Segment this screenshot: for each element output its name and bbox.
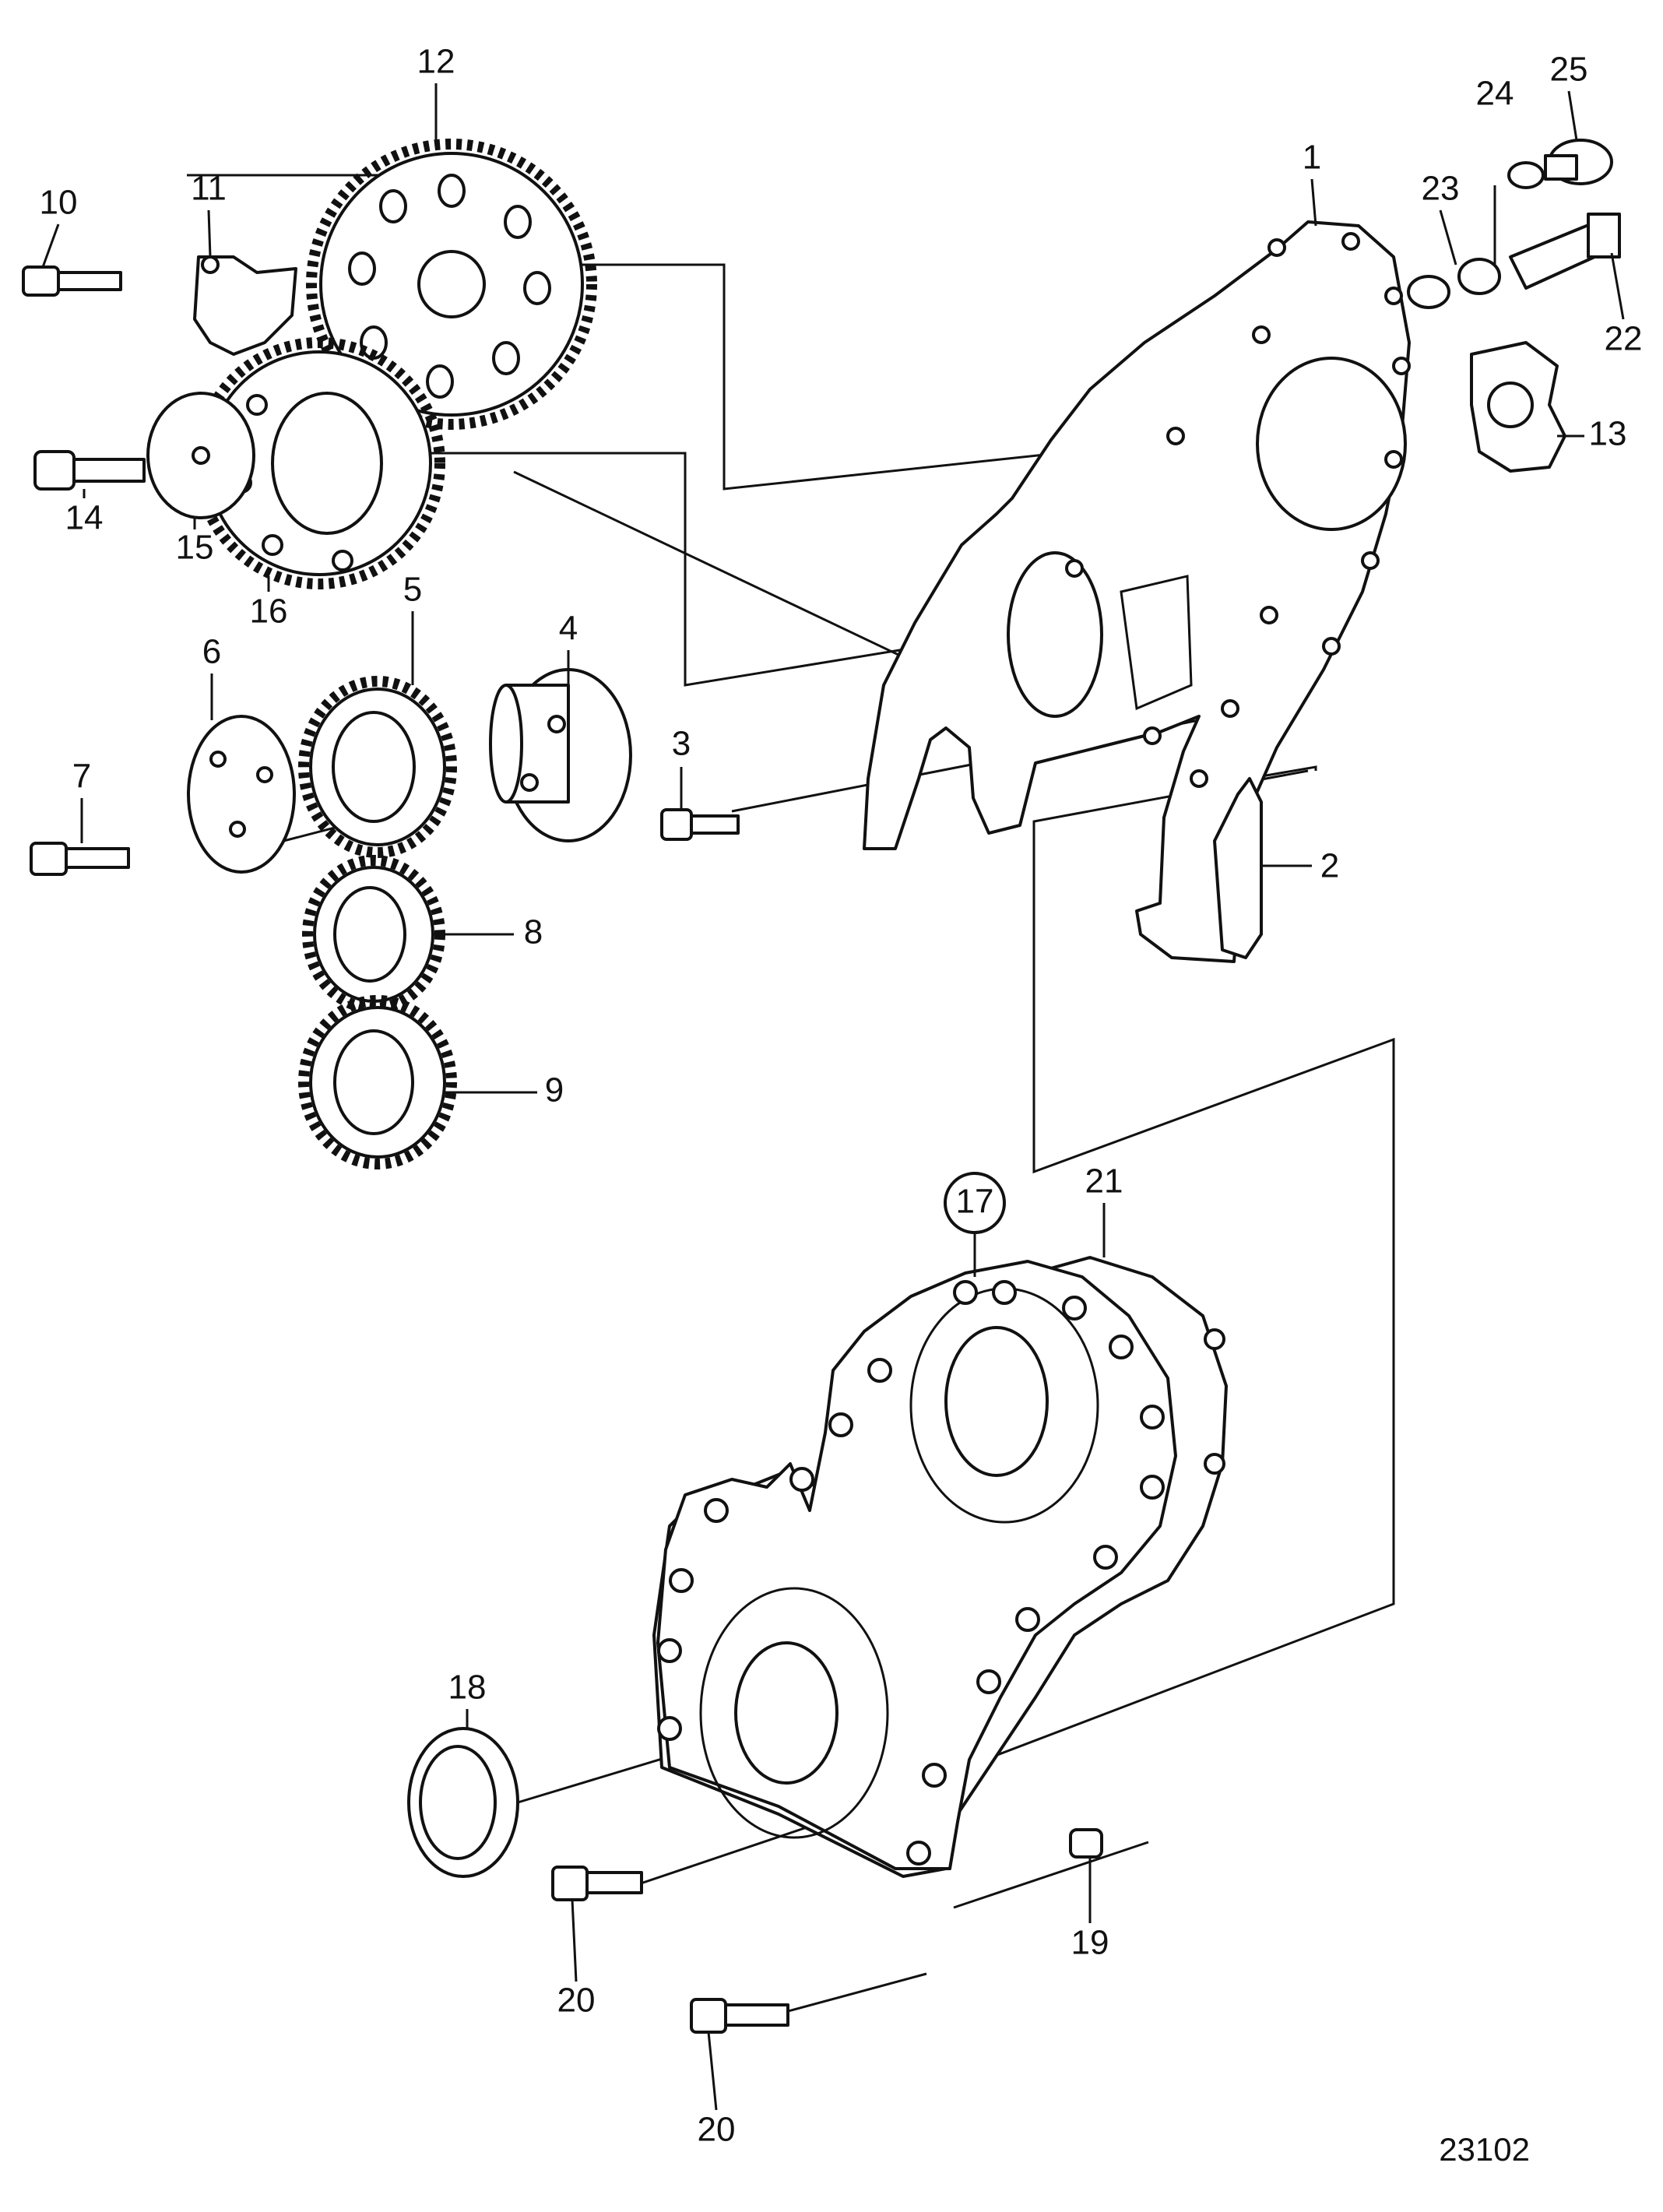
housing-bore-lower xyxy=(1007,551,1103,718)
timing-cover xyxy=(652,1256,1228,1878)
callout-5: 5 xyxy=(403,571,422,609)
bolt-20b xyxy=(690,1998,789,2034)
callout-16: 16 xyxy=(250,593,288,631)
callout-22: 22 xyxy=(1605,320,1643,358)
housing-bore-upper xyxy=(1256,357,1407,531)
callout-24: 24 xyxy=(1476,75,1514,113)
callout-17: 17 xyxy=(956,1183,994,1221)
line-20b-to-cover xyxy=(782,1972,927,2014)
gear-8 xyxy=(302,855,445,1014)
gear-9 xyxy=(298,995,457,1169)
bolt-7 xyxy=(30,842,130,876)
gear-12 xyxy=(306,139,597,430)
callout-6: 6 xyxy=(202,633,221,671)
sender-group xyxy=(1407,139,1621,309)
callout-4: 4 xyxy=(559,610,578,648)
seal-ring-23 xyxy=(1407,275,1450,309)
hub-4 xyxy=(489,668,632,842)
housing-bolt-holes xyxy=(1065,232,1411,788)
callout-23: 23 xyxy=(1422,170,1460,208)
callout-19: 19 xyxy=(1071,1924,1109,1962)
sender-22-head xyxy=(1587,213,1621,258)
bracket-11 xyxy=(193,255,297,356)
dowel-19 xyxy=(1069,1828,1103,1859)
callout-12: 12 xyxy=(417,43,455,81)
callout-21: 21 xyxy=(1085,1162,1123,1201)
callout-9: 9 xyxy=(545,1071,564,1110)
housing-gasket xyxy=(1213,777,1263,959)
cover-upper-bore xyxy=(944,1326,1049,1477)
callout-8: 8 xyxy=(524,913,543,951)
timing-gear-housing xyxy=(863,220,1566,963)
callout-3: 3 xyxy=(672,725,691,763)
callout-7: 7 xyxy=(72,758,91,796)
gear-5 xyxy=(298,676,457,858)
cover-bolt-holes xyxy=(657,1280,1225,1866)
callout-18: 18 xyxy=(448,1669,487,1707)
callout-20b: 20 xyxy=(698,2111,736,2149)
line-19-to-cover xyxy=(953,1841,1149,1909)
callout-labels: 1 2 3 4 5 6 7 8 9 10 11 12 13 14 15 16 1… xyxy=(40,43,1643,2149)
callout-20a: 20 xyxy=(557,1982,596,2020)
callout-leaders xyxy=(41,83,1625,2111)
washer-23 xyxy=(1457,258,1501,295)
gear-12-holes xyxy=(348,174,551,399)
callout-2: 2 xyxy=(1320,847,1339,885)
seal-ring-18 xyxy=(407,1727,519,1878)
callout-14: 14 xyxy=(65,499,104,537)
washer-24 xyxy=(1507,161,1545,189)
gear-16 xyxy=(193,337,445,589)
bolt-10 xyxy=(22,266,122,297)
cover-seal-bore xyxy=(734,1641,839,1785)
plug-25-stem xyxy=(1544,154,1578,181)
cover-lower-boss xyxy=(699,1587,889,1839)
callout-13: 13 xyxy=(1589,415,1627,453)
callout-11: 11 xyxy=(191,170,227,208)
callout-15: 15 xyxy=(176,529,214,567)
housing-window xyxy=(1120,575,1193,711)
drawing-reference-number: 23102 xyxy=(1439,2131,1530,2168)
callout-25: 25 xyxy=(1550,51,1588,89)
line-housing-to-cover xyxy=(984,769,1395,1761)
callout-10: 10 xyxy=(40,184,78,222)
line-5-to-housing xyxy=(513,470,947,679)
bolt-20a xyxy=(551,1866,643,1901)
callout-1: 1 xyxy=(1303,139,1321,177)
bolt-14 xyxy=(33,450,146,491)
bolt-3 xyxy=(660,808,740,841)
plate-6 xyxy=(187,715,296,874)
